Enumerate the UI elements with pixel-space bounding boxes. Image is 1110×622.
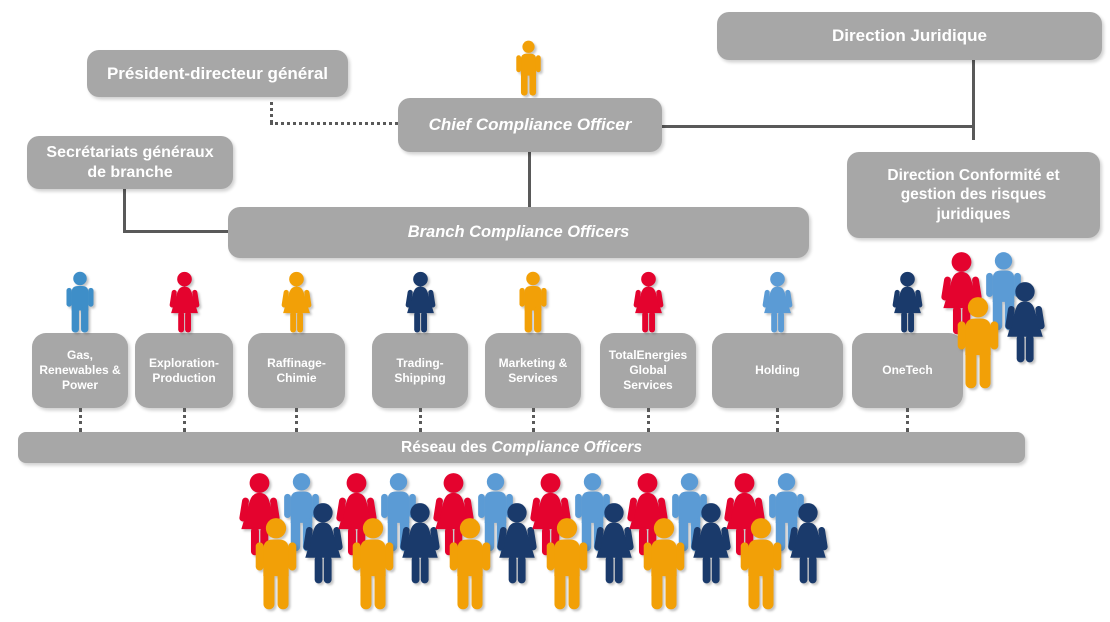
navy-female-person-icon	[404, 271, 436, 333]
red-female-person-icon	[168, 271, 200, 333]
connector-cco-branch	[528, 152, 531, 207]
branch-label: OneTech	[882, 363, 933, 377]
branch-column-marketing-services: Marketing & Services	[485, 270, 581, 432]
branch-column-holding: Holding	[712, 270, 843, 432]
branch-column-raffinage-chimie: Raffinage-Chimie	[248, 270, 345, 432]
branch-column-onetech: OneTech	[852, 270, 963, 432]
branch-box: Holding	[712, 333, 843, 408]
reseau-label-prefix: Réseau des	[401, 438, 488, 456]
branch-compliance-officers-bar: Branch Compliance Officers	[228, 207, 809, 258]
president-box: Président-directeur général	[87, 50, 348, 97]
dotted-connector	[906, 408, 909, 432]
icon-slot	[517, 270, 549, 333]
red-female-person-icon	[632, 271, 664, 333]
branch-label: Raffinage-Chimie	[267, 355, 326, 385]
direction-juridique-label: Direction Juridique	[832, 26, 987, 46]
orange-male-person-icon	[740, 518, 782, 610]
orange-male-person-icon	[449, 518, 491, 610]
branch-box: Trading-Shipping	[372, 333, 468, 408]
dotted-connector	[295, 408, 298, 432]
navy-female-person-icon	[1004, 282, 1046, 363]
icon-slot	[631, 270, 666, 333]
branch-box: Raffinage-Chimie	[248, 333, 345, 408]
branch-box: Marketing & Services	[485, 333, 581, 408]
icon-slot	[890, 270, 925, 333]
dotted-connector	[418, 408, 422, 432]
branch-column-trading-shipping: Trading-Shipping	[372, 270, 468, 432]
navy-female-person-icon	[892, 271, 923, 333]
branch-column-gas-renewables-power: Gas, Renewables & Power	[32, 270, 128, 432]
icon-slot	[167, 270, 202, 333]
chief-compliance-officer-box: Chief Compliance Officer	[398, 98, 662, 152]
direction-conformite-box: Direction Conformité et gestion des risq…	[847, 152, 1100, 238]
branch-box: Exploration-Production	[135, 333, 233, 408]
compliance-officers-crowd-group	[333, 472, 444, 610]
chief-compliance-officer-label: Chief Compliance Officer	[428, 115, 632, 135]
dotted-connector	[776, 408, 779, 432]
compliance-officers-crowd-group	[236, 472, 347, 610]
dotted-connector	[646, 408, 650, 432]
connector-secretariats-vertical	[123, 189, 126, 233]
dotted-connector-president	[270, 102, 273, 123]
compliance-officers-crowd-group	[430, 472, 541, 610]
compliance-officers-crowd-group	[527, 472, 638, 610]
blue-male-person-icon	[66, 271, 94, 333]
lightblue-female-person-icon	[762, 271, 793, 333]
icon-slot	[64, 270, 96, 333]
orange-female-person-icon	[281, 271, 312, 333]
orange-male-person-icon	[255, 518, 297, 610]
orange-male-person-icon	[957, 297, 999, 389]
orange-male-person-icon	[643, 518, 685, 610]
branch-box: TotalEnergies Global Services	[600, 333, 696, 408]
branch-compliance-officers-label: Branch Compliance Officers	[407, 223, 630, 242]
navy-female-person-icon	[787, 503, 829, 584]
branch-label: Holding	[755, 363, 800, 377]
compliance-officers-crowd-group	[721, 472, 832, 610]
reseau-label-italic: Compliance Officers	[491, 438, 642, 456]
icon-slot	[760, 270, 795, 333]
direction-juridique-box: Direction Juridique	[717, 12, 1102, 60]
dotted-connector	[78, 408, 82, 432]
branch-column-totalenergies-global-services: TotalEnergies Global Services	[600, 270, 696, 432]
reseau-compliance-officers-bar: Réseau des Compliance Officers	[18, 432, 1025, 463]
branch-label: Trading-Shipping	[394, 355, 446, 385]
conformite-team-group	[938, 251, 1049, 389]
branch-box: OneTech	[852, 333, 963, 408]
orange-male-person-icon	[546, 518, 588, 610]
president-label: Président-directeur général	[106, 63, 329, 83]
orange-male-person-icon	[516, 40, 541, 96]
connector-secretariats-horizontal	[123, 230, 228, 233]
branch-label: Marketing & Services	[498, 355, 568, 385]
icon-slot	[403, 270, 438, 333]
dotted-connector-president-cco	[270, 122, 398, 125]
secretariats-label: Secrétariats généraux de branche	[46, 143, 214, 181]
branch-column-exploration-production: Exploration-Production	[135, 270, 233, 432]
direction-conformite-label: Direction Conformité et gestion des risq…	[887, 166, 1060, 223]
branch-label: Exploration-Production	[148, 355, 219, 385]
dotted-connector	[531, 408, 535, 432]
icon-slot	[279, 270, 314, 333]
dotted-connector	[182, 408, 186, 432]
orange-male-person-icon	[352, 518, 394, 610]
compliance-officers-crowd-group	[624, 472, 735, 610]
connector-cco-juridique	[662, 125, 974, 128]
branch-box: Gas, Renewables & Power	[32, 333, 128, 408]
connector-juridique-conformite	[972, 60, 975, 140]
branch-label: Gas, Renewables & Power	[39, 348, 121, 392]
reseau-label: Réseau des Compliance Officers	[401, 438, 642, 457]
branch-label: TotalEnergies Global Services	[608, 348, 688, 392]
secretariats-box: Secrétariats généraux de branche	[27, 136, 233, 189]
orange-male-person-icon	[519, 271, 547, 333]
